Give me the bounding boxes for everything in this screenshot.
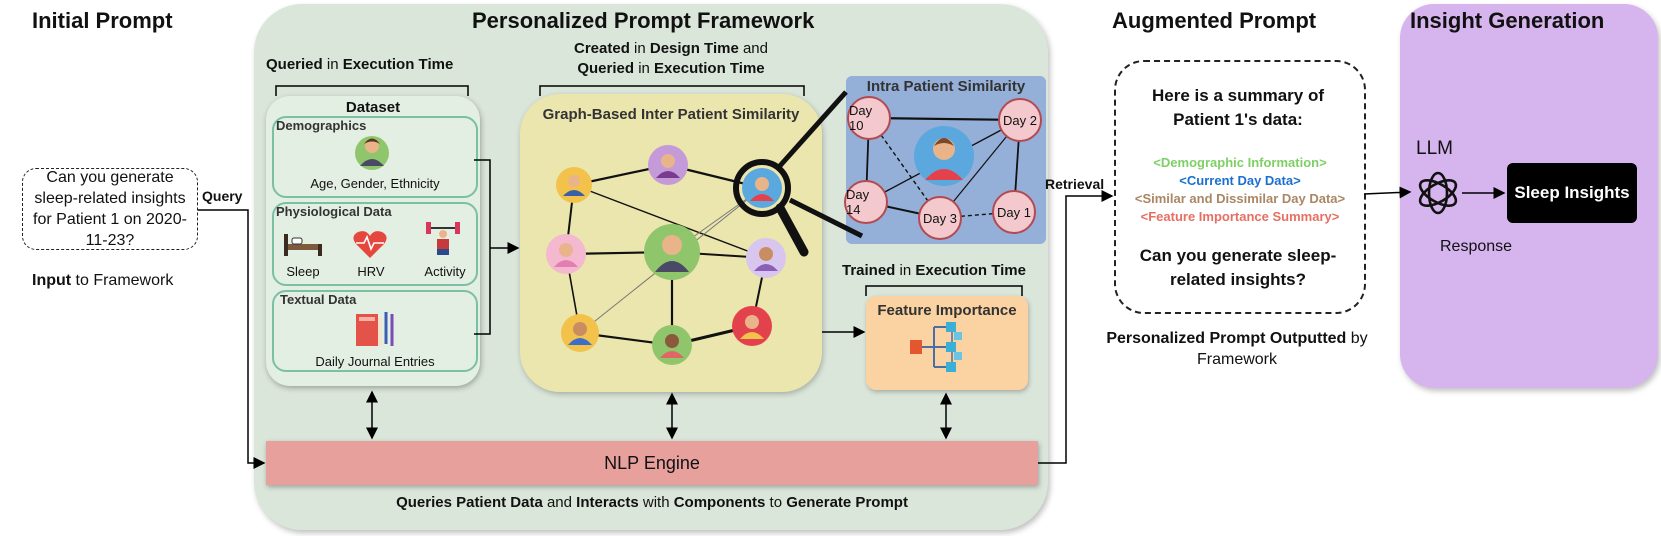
- day-node-3: Day 3: [918, 196, 962, 240]
- graph-header-and: and: [738, 40, 768, 57]
- initial-caption-bold: Input: [32, 272, 72, 289]
- tag-demographic: <Demographic Information>: [1153, 155, 1327, 170]
- textual-title: Textual Data: [280, 292, 357, 307]
- nlp-caption-part: Components: [673, 494, 766, 511]
- nlp-caption-part: Interacts: [576, 494, 639, 511]
- sleep-insights-box: Sleep Insights: [1507, 163, 1637, 223]
- initial-caption: Input to Framework: [32, 272, 173, 290]
- graph-header-design-time: Design Time: [649, 40, 739, 57]
- graph-header-line1: Created in Design Time and: [520, 40, 822, 57]
- day-node-2: Day 2: [998, 98, 1042, 142]
- nlp-caption-part: to: [765, 494, 787, 511]
- insight-generation-title: Insight Generation: [1410, 8, 1605, 33]
- dataset-header-bold1: Queried: [266, 56, 323, 73]
- demographics-title: Demographics: [276, 118, 367, 133]
- demographics-caption: Age, Gender, Ethnicity: [310, 176, 440, 191]
- nlp-engine-bar: NLP Engine: [266, 441, 1038, 485]
- textual-box: [272, 290, 478, 372]
- augmented-prompt-title: Augmented Prompt: [1112, 8, 1317, 33]
- tag-current-day: <Current Day Data>: [1179, 173, 1301, 188]
- dataset-header-mid: in: [322, 56, 343, 73]
- augmented-caption-rest: by Framework: [1196, 330, 1368, 368]
- augmented-caption-bold: Personalized Prompt Outputted: [1106, 330, 1347, 347]
- retrieval-label: Retrieval: [1045, 176, 1105, 192]
- framework-title: Personalized Prompt Framework: [472, 8, 815, 33]
- graph-header-queried: Queried: [577, 60, 635, 77]
- initial-question-text: Can you generate sleep-related insights …: [33, 169, 187, 249]
- nlp-caption-part: Queries Patient Data: [396, 494, 543, 511]
- nlp-caption-part: Generate Prompt: [786, 494, 908, 511]
- hrv-label: HRV: [357, 264, 385, 279]
- query-label: Query: [202, 188, 243, 204]
- physiological-title: Physiological Data: [276, 204, 392, 219]
- tag-feature-importance: <Feature Importance Summary>: [1140, 209, 1340, 224]
- sleep-label: Sleep: [286, 264, 320, 279]
- dataset-header: Queried in Execution Time: [266, 56, 453, 73]
- feature-header-bold1: Trained: [842, 262, 896, 279]
- graph-header-in2: in: [634, 60, 655, 77]
- augmented-tag-list: <Demographic Information> <Current Day D…: [1114, 154, 1366, 226]
- initial-prompt-title: Initial Prompt: [32, 8, 173, 33]
- nlp-caption-part: with: [638, 494, 674, 511]
- augmented-caption: Personalized Prompt Outputted by Framewo…: [1092, 328, 1382, 370]
- feature-header: Trained in Execution Time: [842, 262, 1026, 279]
- textual-caption: Daily Journal Entries: [315, 354, 435, 369]
- demographics-box: [272, 116, 478, 198]
- llm-label: LLM: [1416, 138, 1453, 159]
- nlp-caption: Queries Patient Data and Interacts with …: [266, 494, 1038, 511]
- graph-header-line2: Queried in Execution Time: [520, 60, 822, 77]
- intra-title: Intra Patient Similarity: [866, 78, 1026, 95]
- day-node-14: Day 14: [844, 180, 888, 224]
- tag-similar-day: <Similar and Dissimilar Day Data>: [1134, 191, 1346, 206]
- day-node-1: Day 1: [992, 190, 1036, 234]
- dataset-title: Dataset: [345, 99, 401, 116]
- feature-header-bold2: Execution Time: [915, 262, 1026, 279]
- nlp-engine-label: NLP Engine: [604, 453, 700, 473]
- initial-caption-rest: to Framework: [71, 272, 174, 289]
- augmented-summary: Here is a summary of Patient 1's data:: [1152, 86, 1324, 129]
- dataset-header-bold2: Execution Time: [342, 56, 454, 73]
- feature-title: Feature Importance: [877, 302, 1017, 319]
- response-label: Response: [1440, 238, 1513, 255]
- graph-header-in1: in: [629, 40, 650, 57]
- graph-header-execution-time: Execution Time: [654, 60, 765, 77]
- augmented-question: Can you generate sleep-related insights?: [1139, 246, 1337, 289]
- nlp-caption-part: and: [542, 494, 577, 511]
- graph-header-created: Created: [574, 40, 630, 57]
- initial-prompt-box: Can you generate sleep-related insights …: [22, 168, 198, 250]
- feature-header-mid: in: [895, 262, 916, 279]
- graph-panel: [520, 94, 822, 392]
- day-node-10: Day 10: [847, 96, 891, 140]
- augmented-prompt-box: [1114, 60, 1366, 314]
- graph-title: Graph-Based Inter Patient Similarity: [542, 106, 800, 123]
- activity-label: Activity: [424, 264, 466, 279]
